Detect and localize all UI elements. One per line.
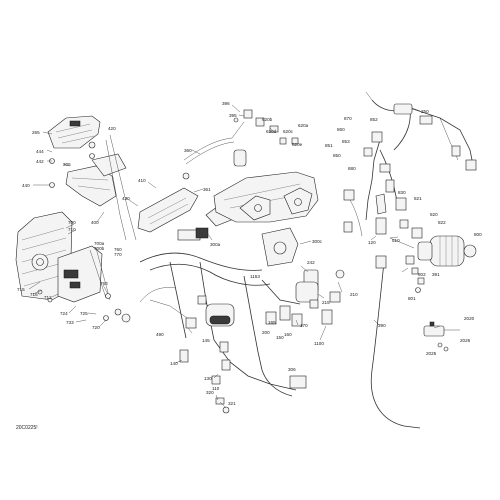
top-connectors-group (183, 109, 299, 167)
callout-700a: 700a (94, 241, 105, 246)
callout-labels: 265 420 444 442 305 440 700 710 400 410 … (17, 101, 482, 406)
callout-300c: 300c (312, 239, 323, 244)
callout-442: 442 (36, 159, 44, 164)
callout-396: 396 (222, 101, 230, 106)
callout-851: 851 (325, 143, 333, 148)
callout-215: 215 (322, 300, 330, 305)
callout-120: 120 (368, 240, 376, 245)
callout-733: 733 (66, 320, 74, 325)
callout-210: 210 (350, 292, 358, 297)
callout-2025: 2025 (426, 351, 437, 356)
callout-620c: 620c (283, 129, 294, 134)
callout-770: 770 (114, 252, 122, 257)
callout-821: 821 (414, 196, 422, 201)
callout-716: 716 (30, 292, 38, 297)
callout-165: 165 (268, 320, 276, 325)
callout-140: 140 (170, 361, 178, 366)
callout-160: 160 (284, 332, 292, 337)
callout-760: 760 (114, 247, 122, 252)
main-harness-group (139, 252, 307, 414)
callout-2026: 2026 (460, 338, 471, 343)
callout-724: 724 (60, 311, 68, 316)
callout-170: 170 (300, 323, 308, 328)
callout-400: 400 (91, 220, 99, 225)
callout-391: 391 (432, 272, 440, 277)
callout-306: 306 (288, 367, 296, 372)
callout-410: 410 (138, 178, 146, 183)
callout-802: 802 (418, 272, 426, 277)
callout-440: 440 (22, 183, 30, 188)
callout-395: 395 (229, 113, 237, 118)
motor-800-group (389, 219, 477, 293)
callout-321: 321 (228, 401, 236, 406)
callout-444: 444 (36, 149, 44, 154)
callout-320: 320 (206, 390, 214, 395)
callout-150: 150 (276, 335, 284, 340)
callout-305: 305 (63, 162, 71, 167)
callout-130: 130 (204, 376, 212, 381)
callout-1100: 1100 (314, 341, 324, 346)
relay-group (279, 269, 345, 327)
callout-853: 853 (342, 139, 350, 144)
callout-710: 710 (68, 227, 76, 232)
callout-712: 712 (44, 295, 52, 300)
callout-820: 820 (430, 212, 438, 217)
callout-620e: 620e (292, 142, 303, 147)
leader-lines (28, 104, 441, 409)
callout-300a: 300a (210, 242, 221, 247)
callout-250: 250 (421, 109, 429, 114)
callout-361: 361 (203, 187, 211, 192)
callout-763: 763 (100, 281, 108, 286)
callout-720: 720 (92, 325, 100, 330)
callout-510: 510 (392, 238, 400, 243)
callout-200: 200 (262, 330, 270, 335)
callout-430: 430 (122, 196, 130, 201)
callout-390: 390 (378, 323, 386, 328)
callout-700b: 700b (94, 246, 105, 251)
callout-715: 715 (17, 287, 25, 292)
callout-870: 870 (344, 116, 352, 121)
callout-145: 145 (202, 338, 210, 343)
callout-1153: 1153 (250, 274, 260, 279)
harness-860-group (343, 131, 407, 237)
callout-490: 490 (156, 332, 164, 337)
callout-860: 860 (337, 127, 345, 132)
callout-822: 822 (438, 220, 446, 225)
callout-800: 800 (474, 232, 482, 237)
callout-620b: 620b (262, 117, 273, 122)
callout-852: 852 (370, 117, 378, 122)
diagram-code: 20C0225! (16, 425, 38, 431)
callout-830: 830 (398, 190, 406, 195)
callout-850: 850 (333, 153, 341, 158)
callout-620d: 620d (266, 129, 277, 134)
cable-390-group (370, 255, 460, 429)
callout-242: 242 (307, 260, 315, 265)
callout-420: 420 (108, 126, 116, 131)
callout-360: 360 (184, 148, 192, 153)
battery-cover-group (47, 115, 137, 241)
callout-880: 880 (348, 166, 356, 171)
callout-2020: 2020 (464, 316, 475, 321)
callout-700: 700 (68, 220, 76, 225)
callout-265: 265 (32, 130, 40, 135)
cluster-frame-group (195, 171, 319, 267)
callout-801: 801 (408, 296, 416, 301)
callout-110: 110 (212, 386, 220, 391)
ecu-housing-group (15, 211, 131, 323)
callout-725: 725 (80, 311, 88, 316)
callout-620a: 620a (298, 123, 309, 128)
harness-250-group (365, 91, 477, 171)
